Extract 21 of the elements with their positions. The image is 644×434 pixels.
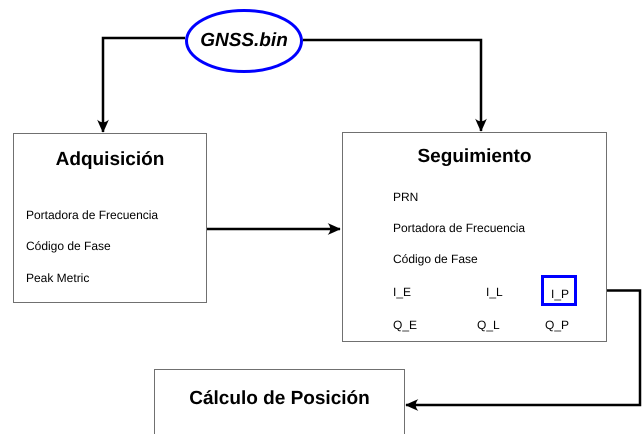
node-text: I_E bbox=[393, 285, 412, 299]
node-title: Cálculo de Posición bbox=[188, 388, 371, 410]
node-title: GNSS.bin bbox=[199, 30, 289, 52]
node-text: I_P bbox=[551, 287, 570, 301]
node-title: Adquisición bbox=[54, 149, 166, 171]
node-text: Portadora de Frecuencia bbox=[26, 208, 158, 222]
process-box bbox=[13, 133, 207, 303]
highlight-box bbox=[541, 275, 577, 306]
node-text: Q_P bbox=[545, 318, 570, 332]
node-text: Código de Fase bbox=[26, 239, 111, 253]
node-text: Portadora de Frecuencia bbox=[393, 221, 526, 235]
node-text: Peak Metric bbox=[26, 271, 90, 285]
node-text: I_L bbox=[486, 285, 503, 299]
node-text: Q_E bbox=[393, 318, 418, 332]
process-box bbox=[342, 132, 607, 342]
file-ellipse bbox=[185, 9, 303, 73]
process-box bbox=[154, 369, 405, 434]
node-text: Código de Fase bbox=[393, 252, 478, 266]
node-title: Seguimiento bbox=[416, 146, 532, 168]
node-text: PRN bbox=[393, 190, 418, 204]
node-text: Q_L bbox=[477, 318, 500, 332]
